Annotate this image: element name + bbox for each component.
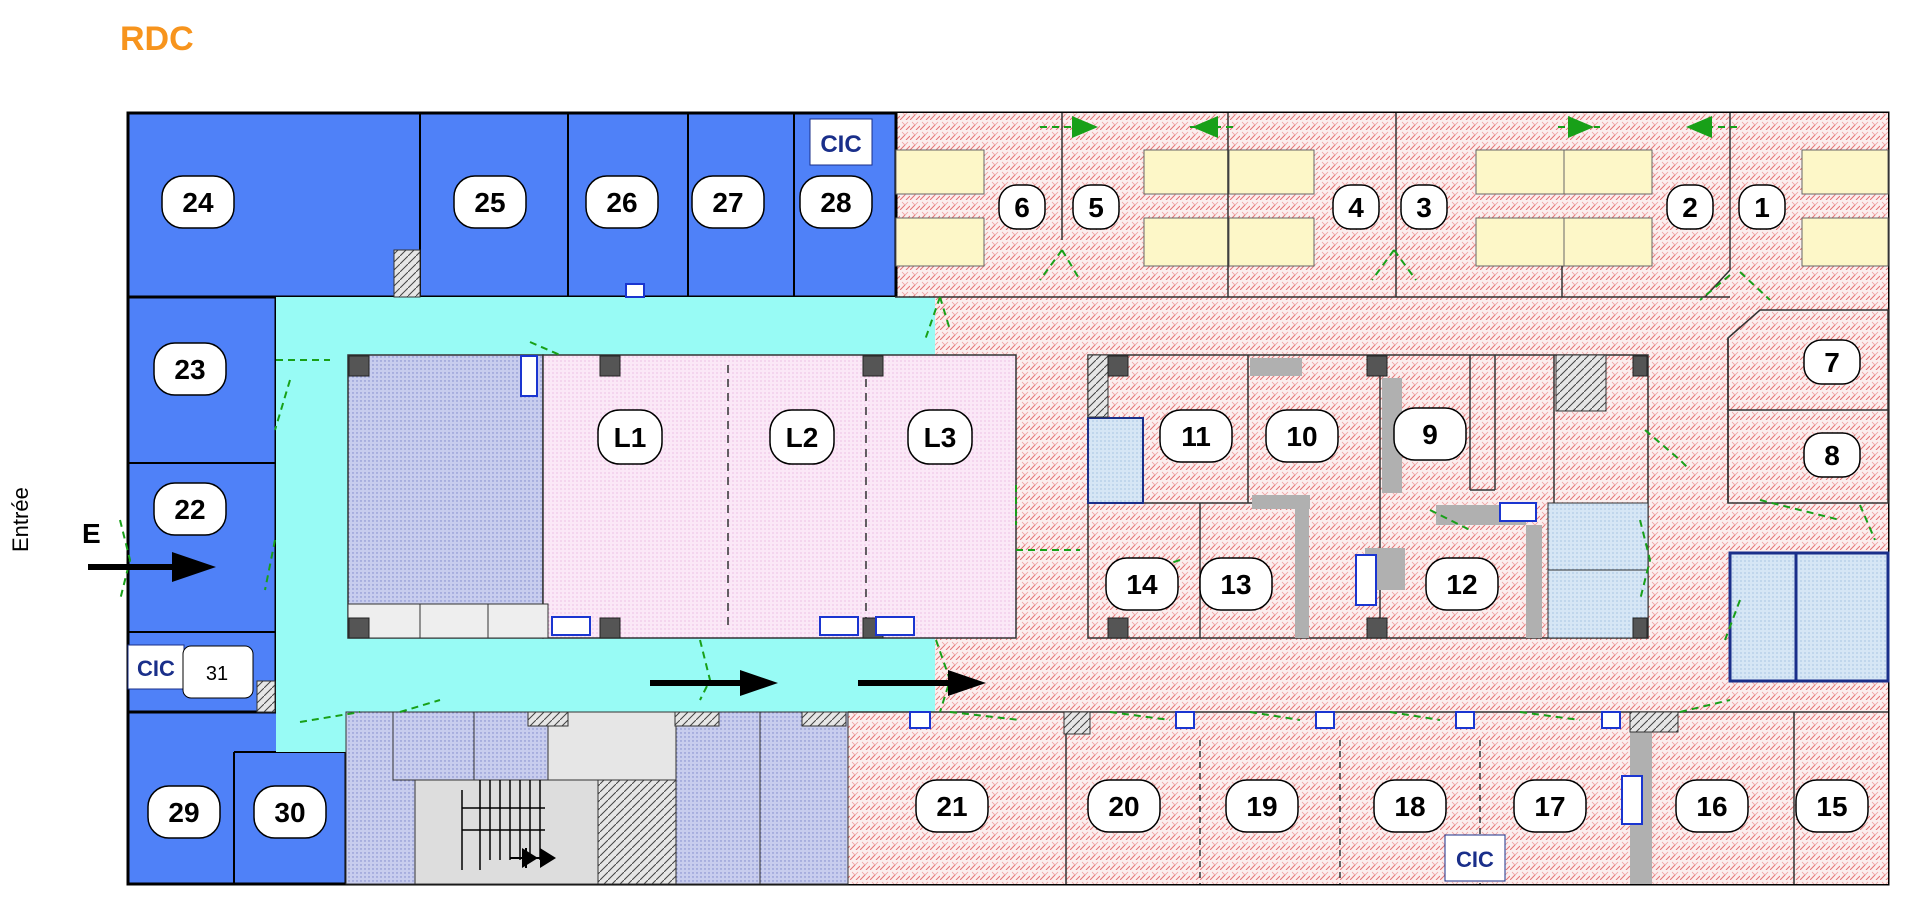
- room-label-r5: 5: [1072, 184, 1120, 230]
- room-number: 15: [1816, 791, 1847, 822]
- room-label-r14: 14: [1105, 557, 1179, 611]
- desks: [895, 149, 1889, 267]
- room-label-r23: 23: [153, 342, 227, 396]
- room-label-r24: 24: [161, 175, 235, 229]
- entrance-letter: E: [82, 518, 101, 549]
- room-number: 19: [1246, 791, 1277, 822]
- room-label-r7: 7: [1803, 339, 1861, 385]
- room-number: 9: [1422, 419, 1438, 450]
- room-number: 24: [182, 187, 214, 218]
- room-number: 22: [174, 494, 205, 525]
- room-number: 16: [1696, 791, 1727, 822]
- room-label-r16: 16: [1675, 779, 1749, 833]
- room-number: 27: [712, 187, 743, 218]
- room-number: 20: [1108, 791, 1139, 822]
- room-label-r17: 17: [1513, 779, 1587, 833]
- room-number: 1: [1754, 192, 1770, 223]
- room-number: 12: [1446, 569, 1477, 600]
- room-label-r30: 30: [253, 785, 327, 839]
- room-number: 17: [1534, 791, 1565, 822]
- room-label-r13: 13: [1199, 557, 1273, 611]
- room-label-r1: 1: [1738, 184, 1786, 230]
- lab-block-pink: [542, 354, 1017, 639]
- room-number: 31: [206, 663, 228, 685]
- room-label-r4: 4: [1332, 184, 1380, 230]
- cic-logo: CIC: [809, 118, 873, 166]
- room-number: 18: [1394, 791, 1425, 822]
- room-label-r19: 19: [1225, 779, 1299, 833]
- room-label-r20: 20: [1087, 779, 1161, 833]
- room-label-l1: L1: [597, 409, 663, 465]
- room-label-r18: 18: [1373, 779, 1447, 833]
- room-number: L3: [924, 422, 957, 453]
- room-number: 4: [1348, 192, 1364, 223]
- room-label-r8: 8: [1803, 432, 1861, 478]
- room-number: 8: [1824, 440, 1840, 471]
- room-number: 21: [936, 791, 967, 822]
- room-number: 14: [1126, 569, 1158, 600]
- room-number: 30: [274, 797, 305, 828]
- room-label-r29: 29: [147, 785, 221, 839]
- room-number: 11: [1181, 421, 1211, 452]
- room-label-r26: 26: [585, 175, 659, 229]
- cic-logo: CIC: [1444, 834, 1506, 882]
- room-label-r15: 15: [1795, 779, 1869, 833]
- room-number: 3: [1416, 192, 1432, 223]
- room-number: 26: [606, 187, 637, 218]
- room-label-r25: 25: [453, 175, 527, 229]
- evacuation-paths: [119, 126, 1876, 723]
- room-label-r9: 9: [1393, 407, 1467, 461]
- cic-logo: CIC: [127, 644, 185, 690]
- room-number: 10: [1286, 421, 1317, 452]
- room-number: 25: [474, 187, 505, 218]
- room-number: L2: [786, 422, 819, 453]
- room-number: 2: [1682, 192, 1698, 223]
- room-label-r31: 31: [182, 645, 254, 699]
- room-label-l2: L2: [769, 409, 835, 465]
- equipment-block: [1728, 551, 1890, 683]
- room-label-r21: 21: [915, 779, 989, 833]
- room-label-r27: 27: [691, 175, 765, 229]
- lab-block-blue: [347, 354, 544, 639]
- room-label-r6: 6: [998, 184, 1046, 230]
- svg-text:CIC: CIC: [1456, 847, 1494, 872]
- room-label-r10: 10: [1265, 409, 1339, 463]
- room-number: L1: [614, 422, 647, 453]
- room-label-r28: 28: [799, 175, 873, 229]
- svg-text:CIC: CIC: [820, 131, 861, 158]
- pink-zone: [895, 113, 1888, 884]
- room-label-r2: 2: [1666, 184, 1714, 230]
- room-number: 29: [168, 797, 199, 828]
- room-number: 23: [174, 354, 205, 385]
- room-number: 7: [1824, 347, 1840, 378]
- room-number: 6: [1014, 192, 1030, 223]
- blue-zone-top: [126, 111, 898, 299]
- room-label-r22: 22: [153, 482, 227, 536]
- room-label-l3: L3: [907, 409, 973, 465]
- room-label-r3: 3: [1400, 184, 1448, 230]
- room-number: 13: [1220, 569, 1251, 600]
- svg-text:CIC: CIC: [137, 656, 175, 681]
- room-number: 28: [820, 187, 851, 218]
- room-number: 5: [1088, 192, 1104, 223]
- floor-title: RDC: [120, 20, 194, 58]
- room-label-r12: 12: [1425, 557, 1499, 611]
- room-label-r11: 11: [1159, 409, 1233, 463]
